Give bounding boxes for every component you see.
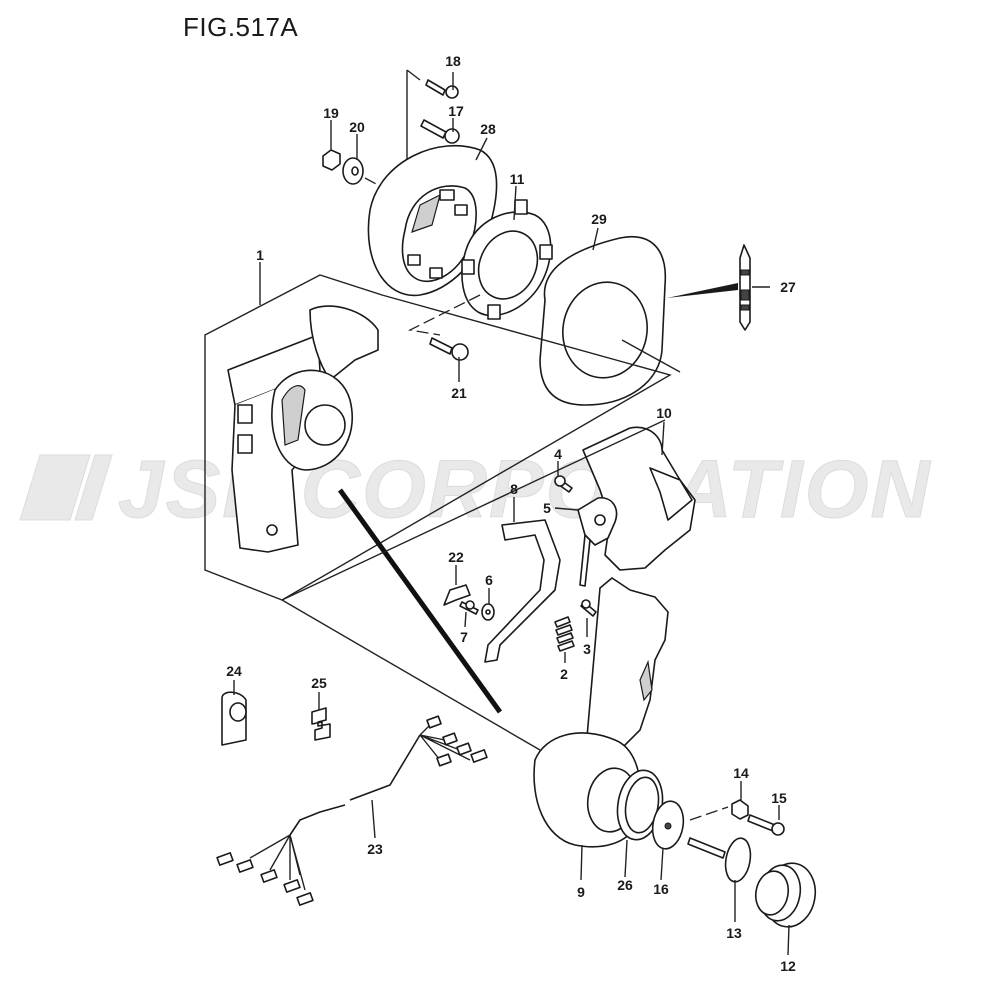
part-12-knob bbox=[754, 862, 817, 928]
part-15-bolt bbox=[747, 814, 785, 836]
assembly-box-middle bbox=[281, 419, 666, 751]
dash-14 bbox=[689, 806, 729, 821]
callout-11: 11 bbox=[510, 171, 525, 187]
part-8-lever bbox=[484, 519, 561, 663]
part-1-control-body bbox=[227, 305, 379, 553]
callout-22: 22 bbox=[448, 549, 464, 565]
callout-8: 8 bbox=[510, 481, 518, 497]
part-2-spring bbox=[554, 616, 575, 652]
part-21-screw bbox=[429, 337, 469, 361]
callout-6: 6 bbox=[485, 572, 493, 588]
part-24-ball-joint bbox=[221, 691, 247, 746]
callout-16: 16 bbox=[653, 881, 669, 897]
callout-17: 17 bbox=[448, 103, 464, 119]
part-23-wire-harness bbox=[216, 715, 488, 906]
assembly-box-1 bbox=[204, 274, 672, 601]
callout-25: 25 bbox=[311, 675, 327, 691]
part-25-clip bbox=[311, 707, 331, 741]
leader-27-wedge bbox=[667, 283, 738, 298]
callout-27: 27 bbox=[780, 279, 796, 295]
part-22-pin bbox=[443, 584, 471, 606]
part-19-nut bbox=[322, 149, 341, 171]
part-5-bracket bbox=[577, 497, 618, 587]
callout-1: 1 bbox=[256, 247, 264, 263]
part-20-washer bbox=[342, 157, 364, 185]
part-7-screw bbox=[459, 600, 479, 615]
callout-21: 21 bbox=[451, 385, 467, 401]
callout-28: 28 bbox=[480, 121, 496, 137]
callout-19: 19 bbox=[323, 105, 339, 121]
leader-lines bbox=[233, 72, 790, 956]
part-26-ring bbox=[616, 769, 664, 841]
figure-title: FIG.517A bbox=[183, 12, 299, 42]
part-13-shaft bbox=[687, 837, 752, 883]
callout-12: 12 bbox=[780, 958, 796, 974]
part-17-screw bbox=[420, 119, 460, 144]
part-4-bolt bbox=[554, 475, 573, 493]
callout-labels: 18 17 19 20 28 11 29 27 1 21 10 4 5 8 22… bbox=[226, 53, 796, 974]
callout-15: 15 bbox=[771, 790, 787, 806]
part-3-screw bbox=[580, 599, 597, 617]
watermark: JSP CORPORATION bbox=[19, 444, 930, 536]
callout-9: 9 bbox=[577, 884, 585, 900]
callout-29: 29 bbox=[591, 211, 607, 227]
callout-18: 18 bbox=[445, 53, 461, 69]
part-14-nut bbox=[731, 799, 749, 820]
callout-26: 26 bbox=[617, 877, 633, 893]
watermark-logo-mark bbox=[19, 454, 113, 521]
callout-24: 24 bbox=[226, 663, 242, 679]
callout-10: 10 bbox=[656, 405, 672, 421]
part-16-disc bbox=[651, 800, 685, 850]
callout-3: 3 bbox=[583, 641, 591, 657]
callout-20: 20 bbox=[349, 119, 365, 135]
callout-13: 13 bbox=[726, 925, 742, 941]
part-11-detent-ring bbox=[461, 199, 553, 320]
callout-2: 2 bbox=[560, 666, 568, 682]
callout-5: 5 bbox=[543, 500, 551, 516]
part-6-washer bbox=[481, 603, 495, 621]
dash-21 bbox=[407, 294, 481, 336]
part-27-grommet bbox=[739, 244, 751, 331]
dash-20-28 bbox=[364, 177, 381, 187]
callout-4: 4 bbox=[554, 446, 562, 462]
callout-14: 14 bbox=[733, 765, 749, 781]
part-29-gasket bbox=[539, 236, 681, 406]
control-cable bbox=[337, 488, 503, 714]
callout-23: 23 bbox=[367, 841, 383, 857]
callout-7: 7 bbox=[460, 629, 468, 645]
part-18-screw bbox=[425, 79, 459, 99]
